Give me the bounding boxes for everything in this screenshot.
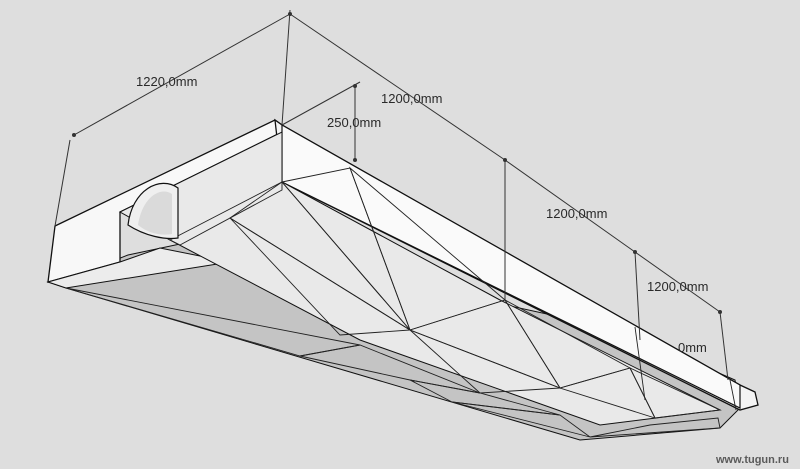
extension-line bbox=[634, 251, 641, 341]
end-notch-shadow bbox=[138, 191, 172, 235]
dimension-label-height: 250,0mm bbox=[327, 115, 381, 130]
segment-seam bbox=[729, 379, 737, 411]
panel-end-band bbox=[46, 247, 231, 289]
underside-facet bbox=[451, 401, 591, 438]
dimension-line-section-3 bbox=[634, 251, 721, 313]
dimension-label-section-1: 1200,0mm bbox=[381, 91, 442, 106]
channel-facet bbox=[409, 329, 561, 394]
ceiling-panel-model bbox=[46, 118, 759, 441]
channel-facet bbox=[629, 367, 722, 419]
channel-facet bbox=[229, 217, 412, 336]
dimension-label-section-4: 0mm bbox=[678, 340, 707, 355]
dimension-label-section-3: 1200,0mm bbox=[647, 279, 708, 294]
segment-seam bbox=[634, 326, 646, 401]
dimension-labels: 1220,0mm 250,0mm 1200,0mm 1200,0mm 1200,… bbox=[136, 74, 708, 355]
dimension-line-section-2 bbox=[504, 159, 636, 253]
dimension-label-width: 1220,0mm bbox=[136, 74, 197, 89]
underside-facet bbox=[589, 417, 721, 438]
extension-line bbox=[719, 311, 729, 381]
extension-line bbox=[54, 139, 71, 227]
extension-line bbox=[281, 81, 361, 126]
watermark-text: www.tugun.ru bbox=[715, 454, 789, 466]
dimension-line-width bbox=[73, 13, 291, 136]
channel-wall bbox=[169, 181, 283, 246]
extension-line bbox=[281, 9, 291, 126]
dimension-lines bbox=[54, 9, 729, 381]
dimension-line-section-1 bbox=[289, 13, 506, 161]
dimension-label-section-2: 1200,0mm bbox=[546, 206, 607, 221]
